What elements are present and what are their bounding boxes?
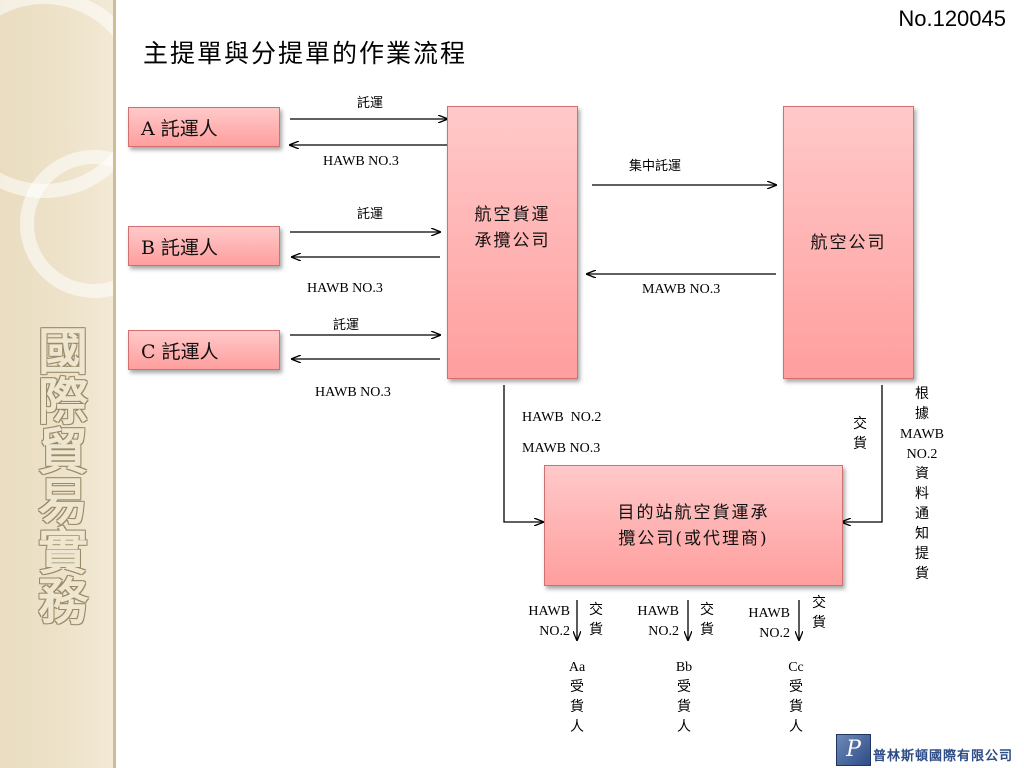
company-name: 普林斯頓國際有限公司 bbox=[873, 749, 1014, 764]
arrow-forwarder-to-destination bbox=[503, 385, 543, 522]
label-consign-c: 託運 bbox=[333, 318, 360, 333]
label-mawb-dest: MAWB NO.3 bbox=[522, 441, 601, 456]
company-logo: P bbox=[836, 734, 871, 766]
destination-label-line2: 攬公司(或代理商) bbox=[618, 528, 769, 549]
consignee-a-deliver: 交 貨 bbox=[589, 602, 603, 638]
consignee-c-name: Cc 受 貨 人 bbox=[788, 660, 804, 735]
label-hawb-a: HAWB NO.3 bbox=[323, 154, 399, 169]
shipper-b-box: B 託運人 bbox=[128, 226, 280, 266]
consignee-a-name: Aa 受 貨 人 bbox=[568, 660, 586, 735]
shipper-b-label: B 託運人 bbox=[141, 236, 219, 259]
shipper-c-box: C 託運人 bbox=[128, 330, 280, 370]
shipper-a-label: A 託運人 bbox=[141, 117, 218, 140]
forwarder-label-line1: 航空貨運 bbox=[474, 204, 551, 225]
label-consolidate: 集中託運 bbox=[629, 159, 682, 174]
slide-number: No.120045 bbox=[898, 6, 1006, 31]
consignee-c-hawb: HAWB NO.2 bbox=[748, 606, 790, 641]
page-title: 主提單與分提單的作業流程 bbox=[143, 39, 468, 68]
shipper-c-label: C 託運人 bbox=[141, 340, 219, 363]
label-hawb-b: HAWB NO.3 bbox=[307, 281, 383, 296]
consignee-b-deliver: 交 貨 bbox=[700, 602, 714, 638]
label-consign-a: 託運 bbox=[357, 96, 384, 111]
airline-box: 航空公司 bbox=[783, 106, 914, 379]
consignee-c-deliver: 交 貨 bbox=[812, 595, 826, 631]
shipper-a-box: A 託運人 bbox=[128, 107, 280, 147]
label-notify-pickup: 根 據 MAWB NO.2 資 料 通 知 提 貨 bbox=[900, 387, 944, 582]
label-hawb-dest: HAWB NO.2 bbox=[522, 410, 602, 425]
label-deliver-airline: 交 貨 bbox=[853, 416, 867, 452]
forwarder-label-line2: 承攬公司 bbox=[474, 230, 551, 251]
destination-agent-box: 目的站航空貨運承 攬公司(或代理商) bbox=[544, 465, 843, 586]
label-hawb-c: HAWB NO.3 bbox=[315, 385, 391, 400]
destination-label-line1: 目的站航空貨運承 bbox=[617, 502, 770, 523]
consignee-b-hawb: HAWB NO.2 bbox=[637, 604, 679, 639]
forwarder-box: 航空貨運 承攬公司 bbox=[447, 106, 578, 379]
sidebar-title: 國際貿易實務 bbox=[30, 325, 89, 625]
consignee-b-name: Bb 受 貨 人 bbox=[675, 660, 693, 735]
label-consign-b: 託運 bbox=[357, 207, 384, 222]
sidebar-edge bbox=[113, 0, 116, 768]
airline-label: 航空公司 bbox=[810, 232, 887, 253]
sidebar: 國際貿易實務 bbox=[0, 0, 113, 768]
arrow-airline-to-destination bbox=[842, 385, 883, 522]
label-mawb-back: MAWB NO.3 bbox=[642, 282, 721, 297]
consignee-a-hawb: HAWB NO.2 bbox=[528, 604, 570, 639]
